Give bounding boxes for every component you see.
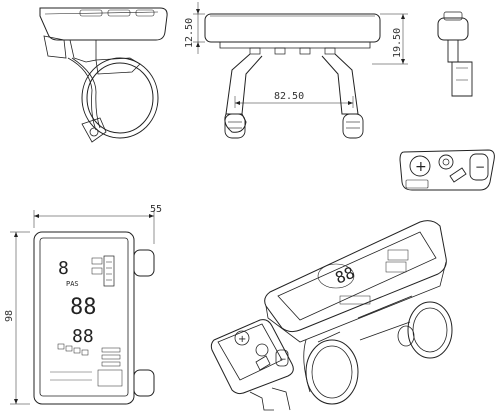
assist-digit: 8 [58,258,69,279]
iso-power-icon [255,343,269,357]
minus-button [469,153,489,181]
dim-front-height: 98 [4,310,15,322]
minus-label: − [475,160,485,174]
iso-minus-button [275,349,289,367]
plus-button [409,155,431,177]
iso-plus-label: + [238,334,246,345]
dim-top-height-b: 19.50 [392,28,403,58]
assist-digits: 88 [72,326,94,347]
profile-view [437,11,473,97]
front-view: 55 98 8 PAS 88 88 [4,204,162,405]
plus-label: + [415,159,427,175]
iso-plus-button [234,330,250,346]
light-icon [449,167,467,183]
speed-digits: 88 [70,295,97,320]
top-view: 12.50 19.50 82.50 [184,2,408,139]
dim-front-width: 55 [150,204,162,215]
power-icon [438,154,454,170]
dim-top-height-a: 12.50 [184,18,195,48]
iso-minus-label: − [279,355,287,365]
side-view [39,7,168,143]
iso-digits: 88 [332,263,357,288]
iso-light-icon [255,355,271,371]
remote-pad: + − [399,149,495,191]
pas-label: PAS [66,280,79,288]
iso-view: 88 + − [210,220,453,411]
dim-mount-width: 82.50 [274,91,304,102]
